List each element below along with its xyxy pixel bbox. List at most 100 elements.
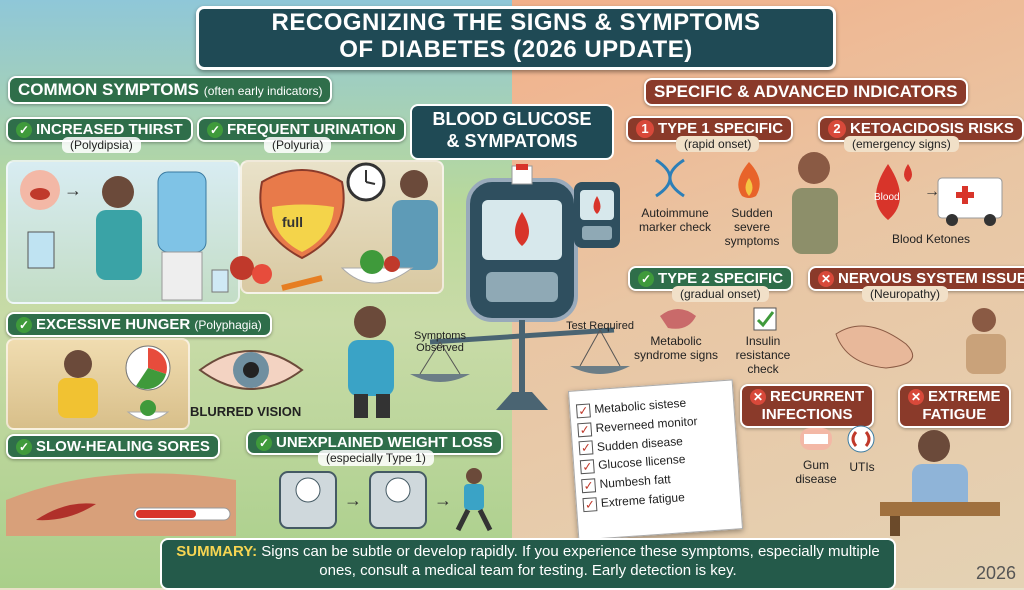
blood-drop-text: Blood: [874, 192, 900, 203]
tired-man-icon: [880, 430, 1000, 536]
nervous-label: ✕NERVOUS SYSTEM ISSUES: [808, 266, 1024, 292]
checkbox-icon: ✓: [582, 497, 598, 513]
x-icon: ✕: [750, 389, 766, 406]
bladder-icon: [259, 162, 438, 270]
urination-label: ✓FREQUENT URINATION: [197, 117, 406, 143]
flame-icon: [732, 160, 766, 200]
neuropathy-illustration: [826, 304, 1016, 374]
weight-illustration: → →: [276, 466, 506, 536]
common-header-text: COMMON SYMPTOMS: [18, 80, 200, 99]
svg-text:→: →: [64, 180, 82, 200]
eating-person-icon: [58, 345, 171, 421]
type2-sub: (gradual onset): [672, 286, 769, 302]
small-glucose-meter: [572, 180, 622, 250]
ambulance-illustration: → Blood: [862, 160, 1012, 230]
x-icon: ✕: [818, 271, 834, 288]
wound-icon: [6, 473, 236, 536]
dna-icon: [650, 156, 690, 200]
common-symptoms-header: COMMON SYMPTOMS (often early indicators): [8, 76, 333, 104]
check-icon: ✓: [638, 271, 654, 288]
advanced-header: SPECIFIC & ADVANCED INDICATORS: [644, 78, 968, 106]
check-icon: ✓: [16, 317, 32, 334]
teeth-icon: [798, 424, 834, 454]
fatigue-label: ✕EXTREME FATIGUE: [898, 384, 1011, 428]
kidney-icon: [846, 424, 876, 454]
glucose-scale-illustration: Symptoms Observed Test Required: [400, 160, 640, 420]
foot-icon: [835, 308, 1006, 374]
x-icon: ✕: [908, 389, 924, 406]
glucose-meter-icon: [410, 164, 630, 410]
drinking-person-icon: →: [20, 170, 229, 301]
checklist-text: Reverneed monitor: [595, 413, 698, 435]
thirst-sub: (Polydipsia): [62, 137, 141, 153]
bladder-text: full: [282, 214, 303, 230]
checkbox-icon: ✓: [577, 422, 593, 437]
urination-sub: (Polyuria): [264, 137, 332, 153]
summary-box: SUMMARY: Signs can be subtle or develop …: [160, 538, 896, 590]
summary-label: SUMMARY:: [176, 543, 258, 560]
year-label: 2026: [975, 563, 1016, 583]
checkbox-icon: [752, 306, 778, 332]
center-line-2: & SYMPATOMS: [446, 131, 578, 151]
hunger-sub: (Polyphagia): [194, 318, 262, 332]
infections-item1: Gum disease: [795, 458, 837, 486]
scale-right-label: Test Required: [566, 320, 634, 332]
type2-item1: Metabolic syndrome signs: [633, 334, 719, 362]
checklist-text: Sudden disease: [596, 433, 684, 454]
check-icon: ✓: [16, 439, 32, 456]
blood-drop-icon: →: [876, 164, 1003, 226]
infections-label: ✕RECURRENT INFECTIONS: [740, 384, 875, 428]
sick-man-icon: [792, 152, 838, 254]
salad-bowl-icon: [230, 250, 414, 291]
number-badge: 1: [636, 120, 654, 139]
svg-text:→: →: [434, 490, 452, 510]
infections-item2: UTIs: [849, 460, 875, 474]
urination-title: FREQUENT URINATION: [227, 121, 396, 138]
scale-left-label: Symptoms Observed: [414, 330, 466, 354]
fatigue-title-1: EXTREME: [928, 388, 1001, 405]
type1-sub: (rapid onset): [676, 136, 760, 152]
infections-title-2: INFECTIONS: [761, 406, 853, 423]
infections-title-1: RECURRENT: [770, 388, 865, 405]
keto-sub: (emergency signs): [844, 136, 959, 152]
keto-caption: Blood Ketones: [891, 232, 971, 246]
checklist-text: Extreme fatigue: [600, 490, 686, 511]
thirst-illustration: →: [6, 160, 240, 304]
scale-icon: → →: [279, 468, 493, 532]
center-label: BLOOD GLUCOSE & SYMPATOMS: [410, 104, 614, 160]
type2-item2: Insulin resistance check: [735, 334, 791, 376]
common-header-note: (often early indicators): [203, 84, 323, 98]
eye-illustration: [196, 340, 306, 400]
sores-title: SLOW-HEALING SORES: [36, 438, 210, 455]
checkbox-icon: ✓: [578, 440, 594, 456]
hunger-illustration: [6, 338, 190, 430]
runner-illustration: [320, 300, 420, 420]
sick-man-illustration: [786, 150, 842, 256]
center-line-1: BLOOD GLUCOSE: [432, 109, 592, 129]
check-icon: ✓: [16, 122, 32, 139]
title-line-1: RECOGNIZING THE SIGNS & SYMPTOMS: [271, 9, 761, 36]
weight-sub: (especially Type 1): [318, 450, 434, 466]
checkbox-icon: ✓: [579, 459, 595, 475]
symptom-checklist: ✓Metabolic sistese ✓Reverneed monitor ✓S…: [567, 379, 744, 541]
nervous-title: NERVOUS SYSTEM ISSUES: [838, 270, 1024, 287]
summary-text: Signs can be subtle or develop rapidly. …: [261, 543, 880, 579]
type1-item2: Sudden severe symptoms: [724, 206, 780, 248]
fatigue-title-2: FATIGUE: [922, 406, 987, 423]
check-icon: ✓: [207, 122, 223, 139]
vegetables-illustration: [222, 238, 422, 298]
nervous-sub: (Neuropathy): [862, 286, 949, 302]
checkbox-icon: ✓: [581, 478, 597, 494]
page-title: RECOGNIZING THE SIGNS & SYMPTOMS OF DIAB…: [196, 6, 836, 70]
checklist-text: Numbesh fatt: [599, 472, 672, 492]
type2-title: TYPE 2 SPECIFIC: [658, 270, 784, 287]
liver-icon: [658, 306, 698, 332]
keto-title: KETOACIDOSIS RISKS: [850, 120, 1014, 137]
weight-title: UNEXPLAINED WEIGHT LOSS: [276, 434, 493, 451]
vision-title: BLURRED VISION: [190, 404, 302, 419]
type1-title: TYPE 1 SPECIFIC: [658, 120, 784, 137]
urination-illustration: full: [240, 160, 444, 294]
jogging-man-icon: [348, 306, 394, 418]
checkbox-icon: ✓: [575, 403, 591, 419]
check-icon: ✓: [256, 435, 272, 452]
